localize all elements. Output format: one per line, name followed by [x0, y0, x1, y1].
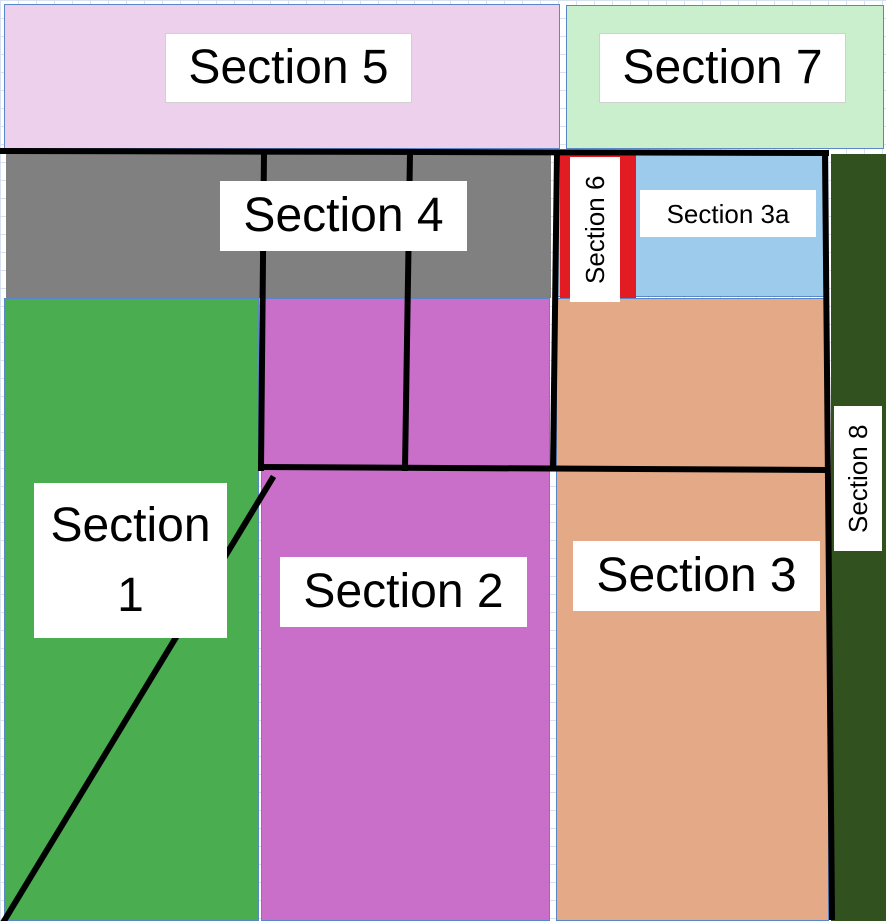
section-3-label: Section 3 [573, 541, 820, 611]
section-4-label: Section 4 [220, 181, 467, 251]
section-6-label: Section 6 [570, 157, 620, 302]
section-8-label: Section 8 [834, 406, 882, 551]
section-3a-label: Section 3a [640, 190, 816, 237]
section-2-label: Section 2 [280, 557, 527, 627]
section-7-label: Section 7 [599, 33, 846, 103]
section-5-label: Section 5 [165, 33, 412, 103]
section-1-label: Section 1 [34, 483, 227, 638]
